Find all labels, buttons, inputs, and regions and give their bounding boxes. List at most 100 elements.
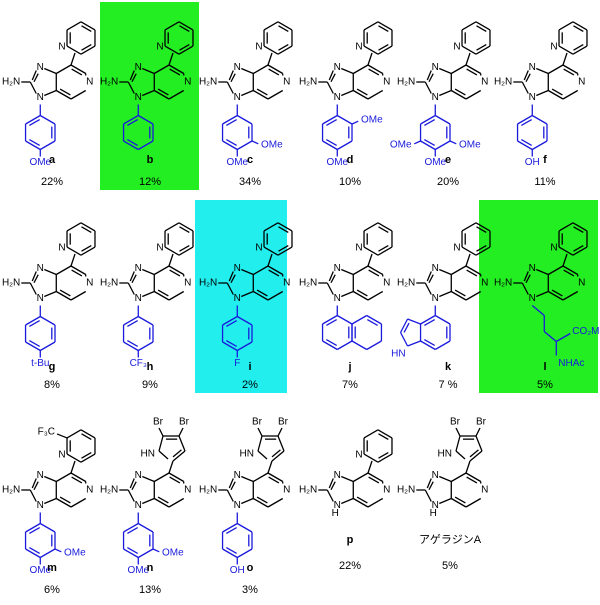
bond xyxy=(450,290,467,301)
bond xyxy=(55,290,72,301)
double-bond xyxy=(476,43,487,51)
bond xyxy=(366,314,382,325)
bond xyxy=(461,21,477,31)
imidazole-n-label: N xyxy=(135,62,142,73)
double-bond xyxy=(127,138,138,147)
double-bond xyxy=(81,43,92,51)
imidazole-n1-label: N xyxy=(334,92,341,103)
double-bond xyxy=(169,68,181,76)
bond xyxy=(517,140,533,151)
ring-n-label: N xyxy=(481,485,488,496)
bond xyxy=(54,548,62,553)
bond xyxy=(228,478,234,489)
bond xyxy=(153,290,170,301)
bond xyxy=(352,64,369,75)
bond xyxy=(271,450,285,462)
imidazole-n1-label: N xyxy=(432,500,439,511)
bond xyxy=(80,45,96,55)
amine-label: H₂N xyxy=(494,77,512,88)
bond xyxy=(56,433,68,439)
bond xyxy=(536,67,549,75)
bond xyxy=(377,453,393,463)
double-bond xyxy=(29,546,40,555)
bond xyxy=(164,246,180,256)
bond xyxy=(152,548,160,553)
double-bond xyxy=(367,318,378,327)
bond xyxy=(80,222,96,232)
amine-label: H₂N xyxy=(299,77,317,88)
bond xyxy=(547,290,564,301)
imidazole-n1-label: N xyxy=(529,293,536,304)
bond xyxy=(153,472,170,483)
acetamide-label: NHAc xyxy=(558,358,584,369)
bond xyxy=(123,140,139,151)
compound-label: g xyxy=(49,361,56,373)
bond xyxy=(277,435,285,452)
bond xyxy=(366,340,382,351)
compound-label: アゲラジンA xyxy=(419,533,482,546)
double-bond xyxy=(268,476,280,484)
bond xyxy=(127,489,135,502)
double-bond xyxy=(330,481,336,491)
bond xyxy=(222,522,238,533)
imidazole-n1-label: N xyxy=(37,293,44,304)
double-bond xyxy=(71,68,83,76)
double-bond xyxy=(268,68,280,76)
bond xyxy=(536,89,549,97)
bond xyxy=(377,429,393,439)
compound-label: k xyxy=(445,361,452,373)
bond xyxy=(257,450,268,460)
bond xyxy=(44,290,57,298)
imidazole-n1-label: N xyxy=(334,293,341,304)
bond xyxy=(277,222,293,232)
bond xyxy=(341,268,354,276)
pyridine-n-label: N xyxy=(453,243,460,254)
pyridine-n-label: N xyxy=(58,42,65,53)
bond xyxy=(168,253,174,267)
imidazole-n-label: N xyxy=(334,470,341,481)
bond xyxy=(66,45,82,55)
bond xyxy=(137,114,154,125)
double-bond xyxy=(226,319,237,328)
bond xyxy=(129,478,135,489)
highlight-box-b xyxy=(100,2,199,190)
bond xyxy=(267,497,284,508)
double-bond xyxy=(476,244,487,252)
compound-label: m xyxy=(47,562,57,574)
bond xyxy=(70,460,76,474)
double-bond xyxy=(81,433,92,441)
compound-label: d xyxy=(347,154,354,166)
imidazole-n-label: N xyxy=(334,263,341,274)
bond xyxy=(222,315,238,326)
bond xyxy=(439,290,452,298)
bond xyxy=(562,52,568,66)
bond xyxy=(70,89,87,100)
bond xyxy=(328,70,334,81)
bond xyxy=(465,64,482,75)
bond xyxy=(25,522,41,533)
pyridine-n-label: N xyxy=(156,243,163,254)
double-bond xyxy=(403,322,410,333)
bond xyxy=(562,64,579,75)
double-bond xyxy=(521,118,532,127)
bond xyxy=(80,21,96,31)
bond xyxy=(562,89,579,100)
double-bond xyxy=(356,496,368,504)
bond xyxy=(252,64,269,75)
hydroxy-label: OH xyxy=(230,565,245,576)
imidazole-n1-label: N xyxy=(234,92,241,103)
bond xyxy=(363,429,379,439)
ester-label: CO₂Me xyxy=(572,326,600,337)
yield-label: 34% xyxy=(239,176,261,188)
bond xyxy=(55,497,72,508)
bond xyxy=(39,341,56,352)
bond xyxy=(158,450,169,460)
double-bond xyxy=(326,118,337,127)
methoxy-label: OMe xyxy=(64,548,86,559)
bromo-label: Br xyxy=(450,417,461,428)
bond xyxy=(123,341,139,352)
bond xyxy=(267,290,284,301)
double-bond xyxy=(521,138,532,147)
